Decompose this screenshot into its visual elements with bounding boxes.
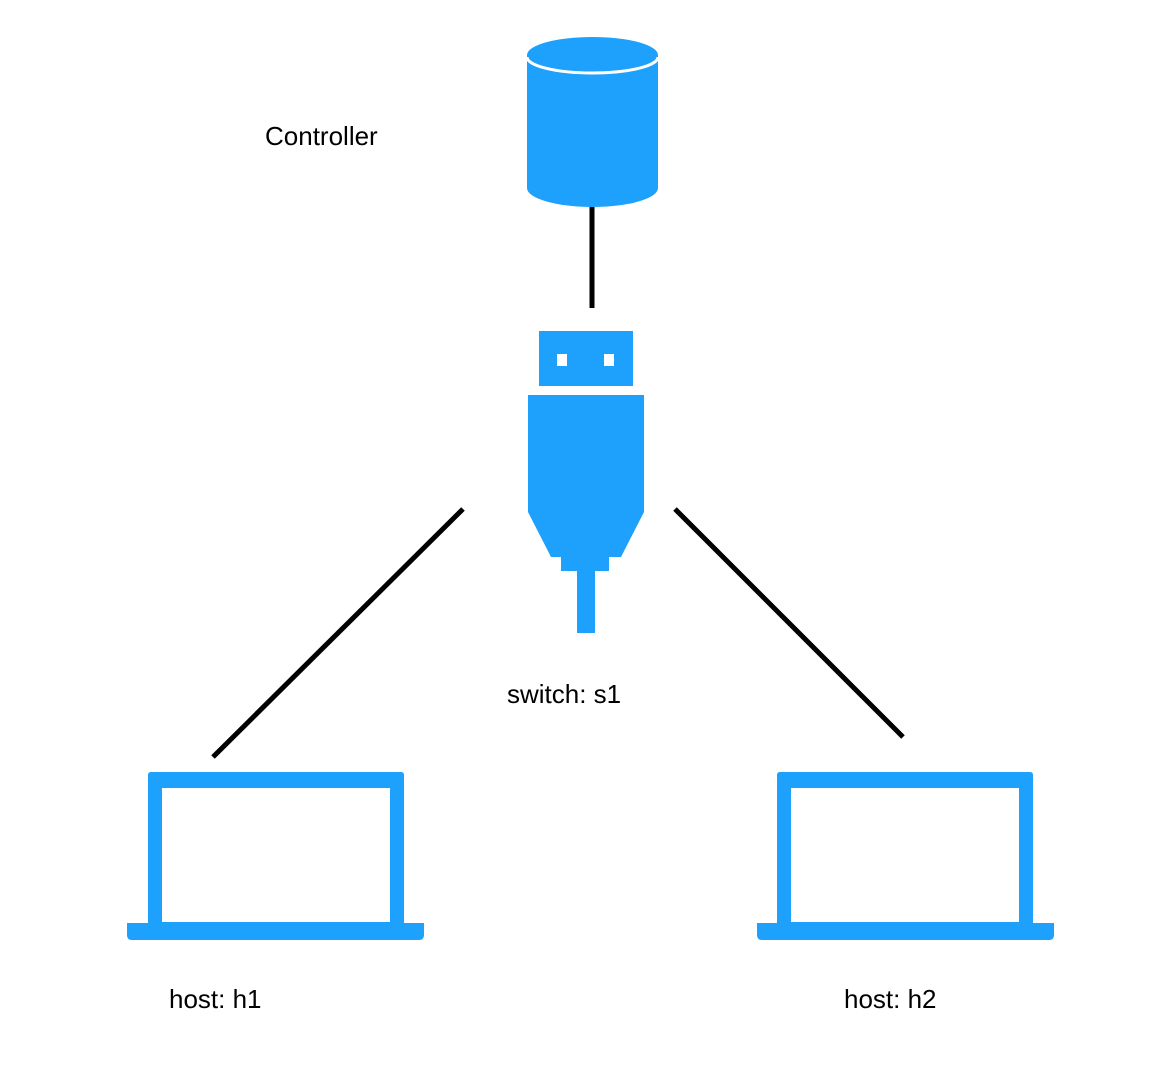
links [211, 206, 905, 759]
database-icon [525, 37, 660, 207]
switch-label: switch: s1 [507, 679, 622, 709]
laptop-icon [127, 772, 424, 940]
link-switch-h2 [673, 507, 905, 739]
link-switch-h1 [211, 507, 465, 759]
controller-label: Controller [265, 121, 378, 151]
usb-plug-icon [528, 331, 644, 633]
host-h2-label: host: h2 [844, 984, 937, 1014]
laptop-icon [757, 772, 1054, 940]
host-h1-label: host: h1 [169, 984, 262, 1014]
